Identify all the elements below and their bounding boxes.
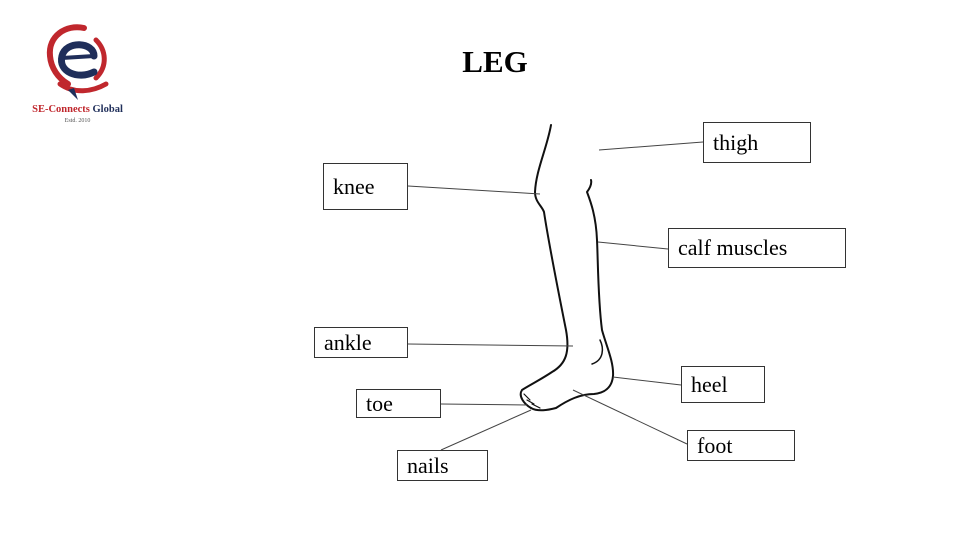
leader-thigh	[598, 141, 704, 151]
company-established: Estd. 2010	[64, 118, 91, 124]
company-logo: SE-Connects Global Estd. 2010	[20, 22, 135, 132]
leader-ankle	[407, 343, 574, 347]
leader-lines	[407, 141, 704, 451]
label-thigh: thigh	[703, 122, 811, 163]
label-toe: toe	[356, 389, 441, 418]
company-logo-mark	[46, 24, 109, 100]
company-name: SE-Connects Global	[20, 104, 135, 115]
label-heel: heel	[681, 366, 765, 403]
leader-nails	[440, 409, 532, 451]
leg-outline	[519, 124, 615, 412]
label-calf-muscles: calf muscles	[668, 228, 846, 268]
label-nails: nails	[397, 450, 488, 481]
company-name-part1: SE-Connects	[32, 104, 90, 115]
label-foot: foot	[687, 430, 795, 461]
leader-calf	[597, 241, 669, 250]
leader-toe	[440, 403, 528, 406]
leader-heel	[612, 376, 682, 386]
leader-foot	[572, 389, 688, 445]
label-ankle: ankle	[314, 327, 408, 358]
leader-knee	[407, 185, 541, 195]
page-title: LEG	[462, 44, 528, 79]
company-name-part2: Global	[92, 104, 123, 115]
label-knee: knee	[323, 163, 408, 210]
